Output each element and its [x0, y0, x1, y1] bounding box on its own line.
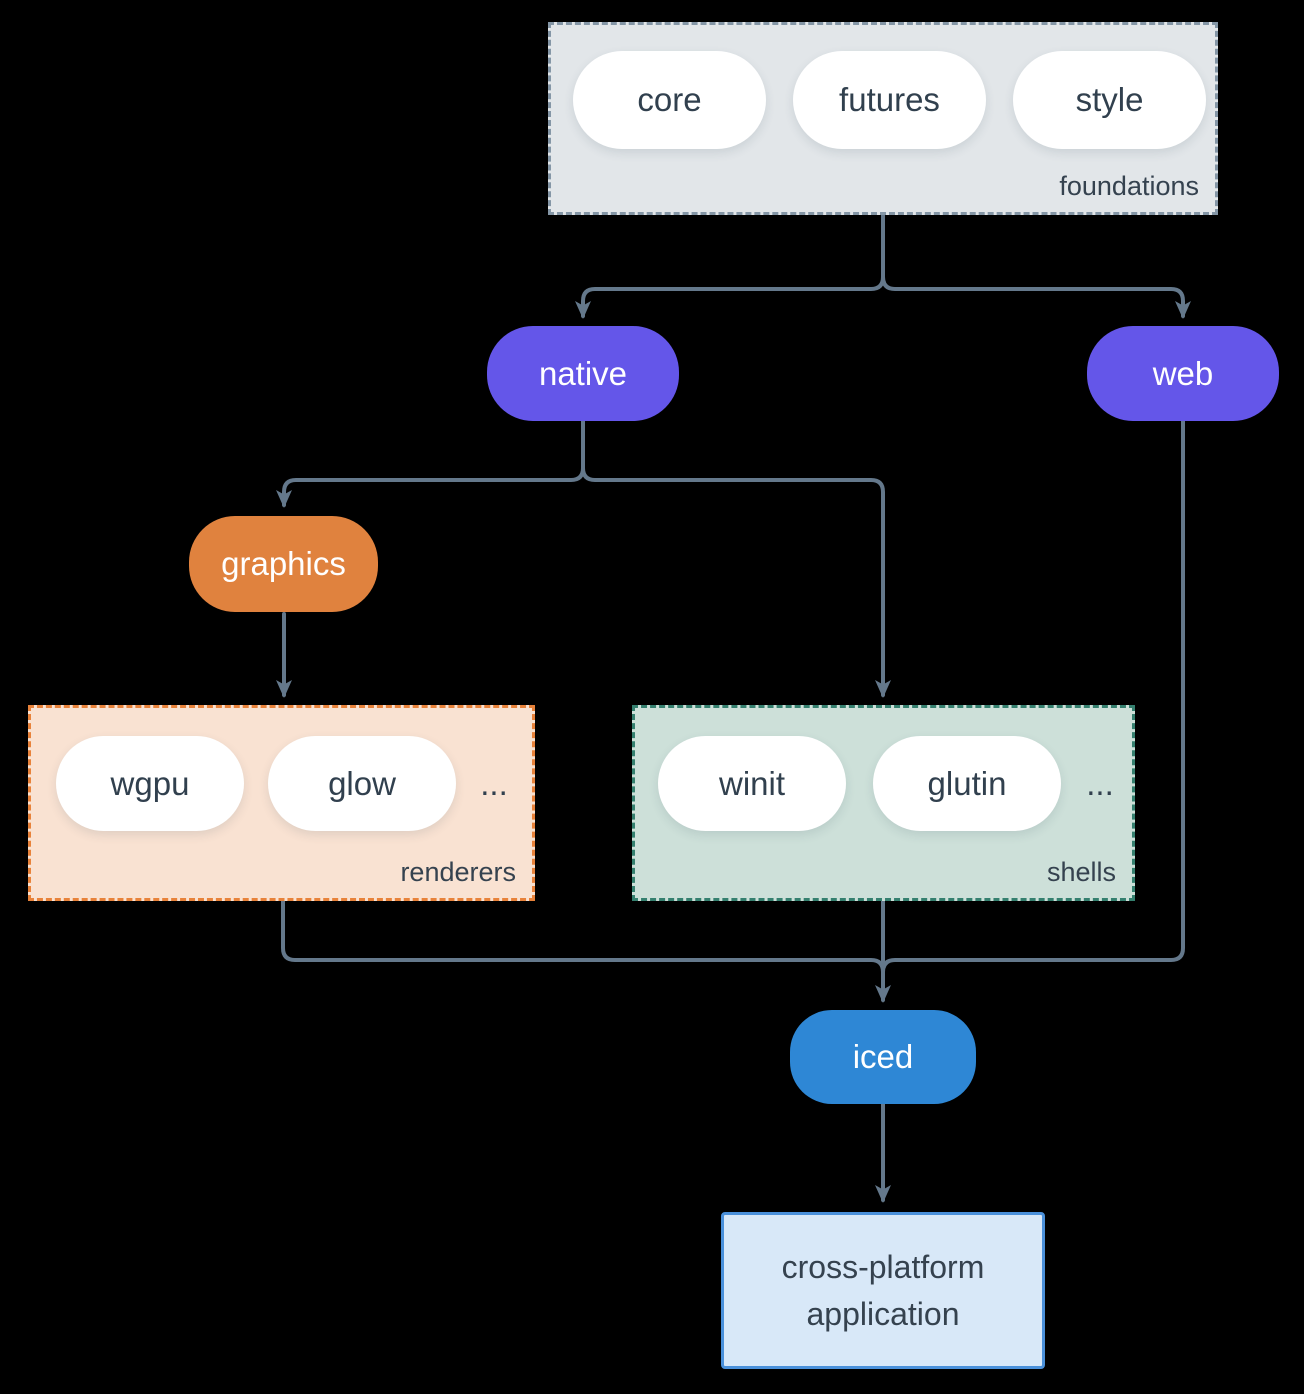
group-foundations: core futures style foundations	[548, 22, 1218, 215]
application-label-line2: application	[806, 1295, 960, 1332]
pill-glutin: glutin	[873, 736, 1061, 831]
pill-glow: glow	[268, 736, 456, 831]
shells-label: shells	[1046, 857, 1116, 887]
node-native: native	[487, 326, 679, 421]
node-cross-platform-application: cross-platform application	[721, 1212, 1045, 1369]
edge-foundations-to-web	[881, 213, 1191, 319]
application-label-line1: cross-platform	[781, 1248, 985, 1285]
node-web: web	[1087, 326, 1279, 421]
pill-wgpu: wgpu	[56, 736, 244, 831]
node-graphics: graphics	[189, 516, 378, 612]
edge-foundations-to-native	[575, 213, 885, 319]
shells-ellipsis: ...	[1086, 764, 1114, 802]
renderers-ellipsis: ...	[480, 764, 508, 802]
pill-core: core	[573, 51, 766, 149]
edge-native-to-shells	[581, 419, 891, 698]
edge-native-to-graphics	[276, 419, 585, 508]
edge-renderers-to-merge	[281, 899, 885, 974]
group-renderers: wgpu glow ... renderers	[28, 705, 535, 901]
pill-futures: futures	[793, 51, 986, 149]
pill-winit: winit	[658, 736, 846, 831]
renderers-label: renderers	[400, 857, 516, 887]
pill-style: style	[1013, 51, 1206, 149]
group-shells: winit glutin ... shells	[632, 705, 1135, 901]
node-iced: iced	[790, 1010, 976, 1104]
foundations-label: foundations	[1059, 171, 1199, 201]
